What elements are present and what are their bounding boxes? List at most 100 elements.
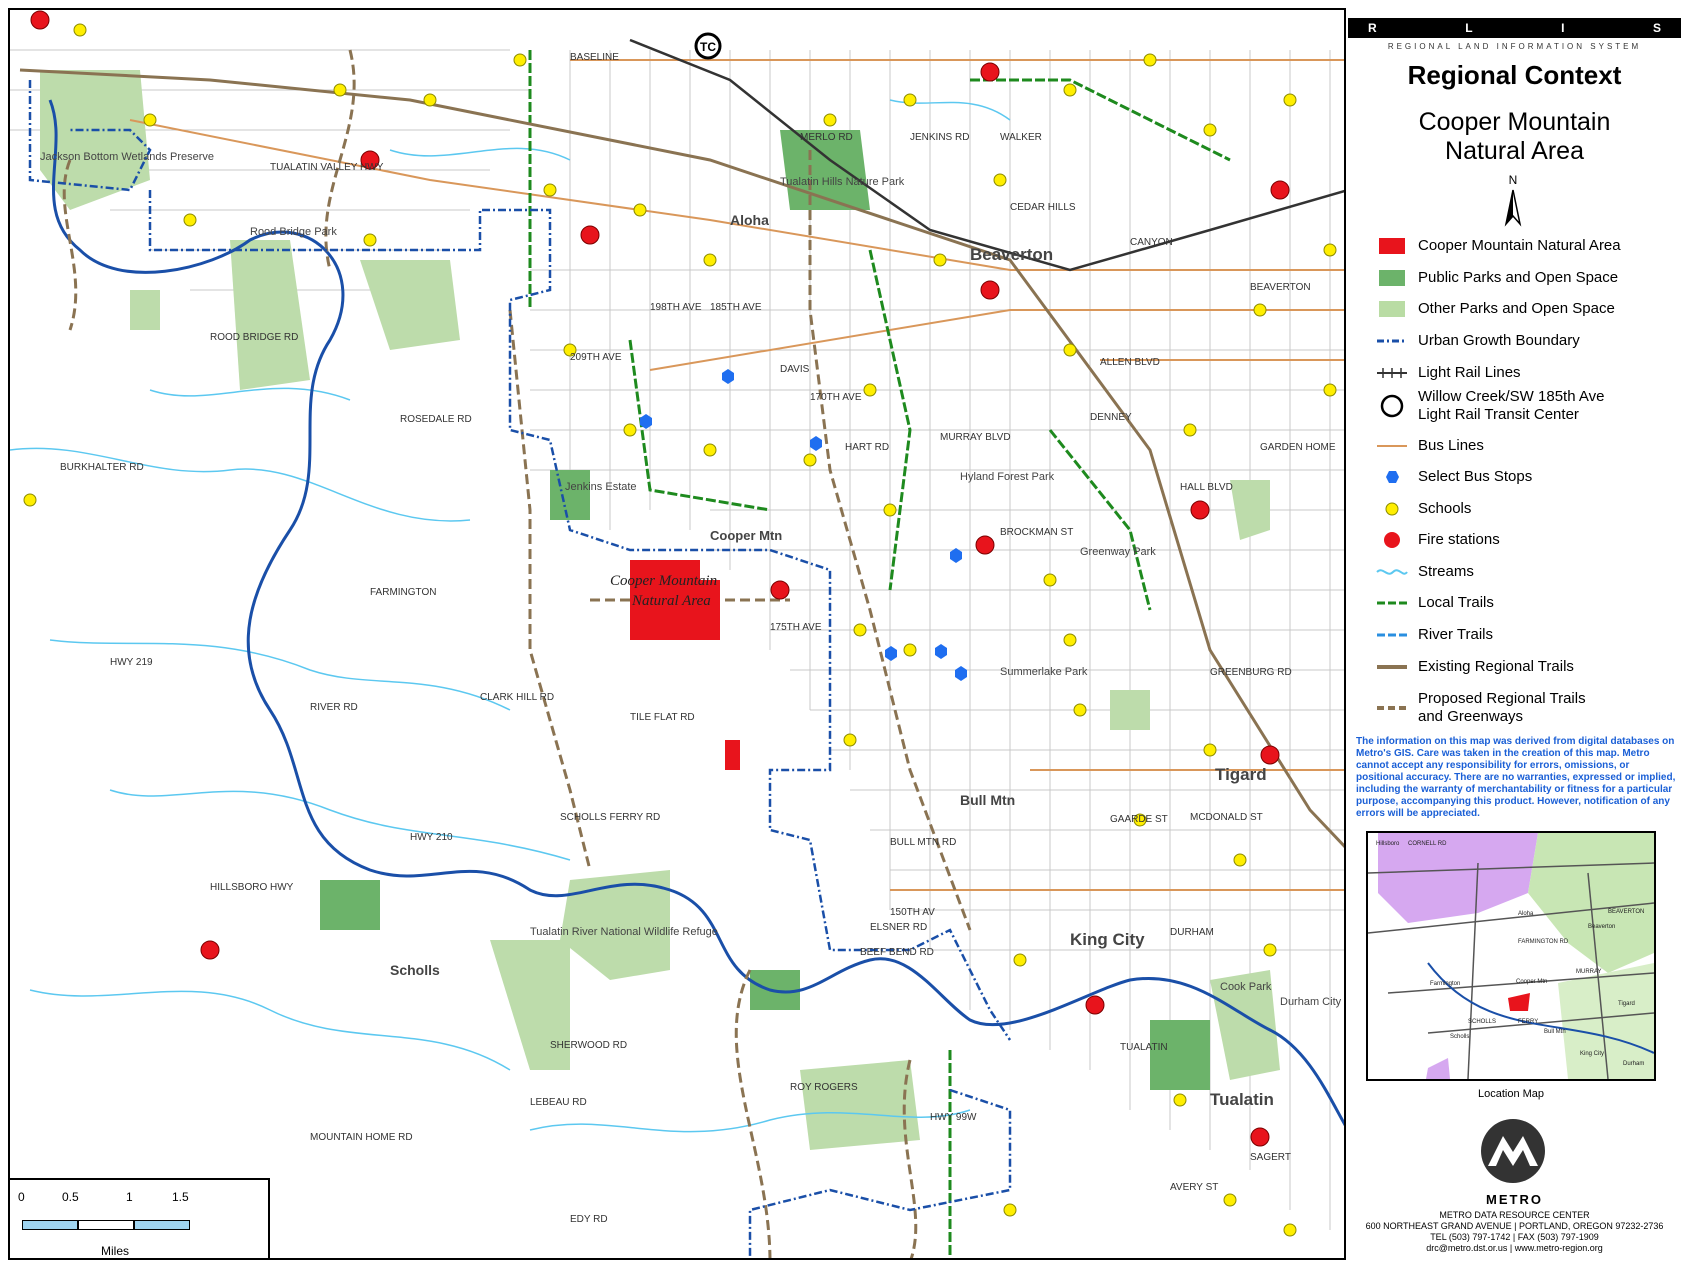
road-label: GARDEN HOME <box>1260 442 1336 453</box>
locmap-label: Durham <box>1623 1061 1644 1067</box>
road-label: HWY 219 <box>110 657 153 668</box>
road-label: WALKER <box>1000 132 1042 143</box>
legend-item: Cooper Mountain Natural Area <box>1372 232 1672 260</box>
road-label: SCHOLLS FERRY RD <box>560 812 660 823</box>
locmap-label: Scholls <box>1450 1034 1469 1040</box>
road-label: LEBEAU RD <box>530 1097 587 1108</box>
road-label: 175TH AVE <box>770 622 822 633</box>
legend-label: Light Rail Lines <box>1418 364 1521 381</box>
road-label: TUALATIN <box>1120 1042 1168 1053</box>
legend-symbol-dash-line-icon <box>1372 621 1412 649</box>
legend-symbol-dash-thick-icon <box>1372 694 1412 722</box>
road-label: ALLEN BLVD <box>1100 357 1160 368</box>
place-label-beaverton: Beaverton <box>970 245 1053 264</box>
road-label: BURKHALTER RD <box>60 462 144 473</box>
metro-contact: METRO DATA RESOURCE CENTER 600 NORTHEAST… <box>1348 1210 1681 1254</box>
place-label-king-city: King City <box>1070 930 1145 949</box>
road-label: 198TH AVE <box>650 302 702 313</box>
map-panel[interactable]: TC Aloha Beaverton Tigard King City Tual… <box>8 8 1346 1260</box>
road-label: GAARDE ST <box>1110 814 1168 825</box>
legend-item: Other Parks and Open Space <box>1372 295 1672 323</box>
road-label: 185TH AVE <box>710 302 762 313</box>
road-label: CANYON <box>1130 237 1173 248</box>
metro-phone: TEL (503) 797-1742 | FAX (503) 797-1909 <box>1430 1232 1599 1242</box>
legend-symbol-rail-line-icon <box>1372 359 1412 387</box>
road-label: JENKINS RD <box>910 132 969 143</box>
locmap-label: King City <box>1580 1051 1604 1057</box>
natural-area-label-line2: Natural Area <box>631 593 711 609</box>
place-label-cooper-mtn: Cooper Mtn <box>710 528 782 543</box>
locmap-label: Beaverton <box>1588 924 1615 930</box>
locmap-label: CORNELL RD <box>1408 841 1447 847</box>
legend-item: Light Rail Lines <box>1372 359 1672 387</box>
legend-item: Fire stations <box>1372 526 1672 554</box>
map-subtitle: Cooper Mountain Natural Area <box>1348 108 1681 166</box>
place-label-aloha: Aloha <box>730 212 769 228</box>
road-label: CLARK HILL RD <box>480 692 554 703</box>
metro-logo-icon <box>1478 1116 1548 1186</box>
locmap-label: MURRAY <box>1576 969 1602 975</box>
road-label: GREENBURG RD <box>1210 667 1292 678</box>
legend-label: Other Parks and Open Space <box>1418 300 1615 317</box>
road-label: SAGERT <box>1250 1152 1291 1163</box>
park-label-greenway: Greenway Park <box>1080 546 1156 558</box>
legend-label: Schools <box>1418 500 1472 517</box>
legend-item: River Trails <box>1372 621 1672 649</box>
locmap-label: Cooper Mtn <box>1516 979 1547 985</box>
north-label: N <box>1509 173 1518 187</box>
park-label-hyland-forest: Hyland Forest Park <box>960 471 1055 483</box>
cooper-mountain-natural-area-shape[interactable] <box>630 560 740 770</box>
legend-item: Select Bus Stops <box>1372 463 1672 491</box>
park-label-rood-bridge: Rood Bridge Park <box>250 226 337 238</box>
legend-symbol-dashdot-line-icon <box>1372 327 1412 355</box>
road-label: BASELINE <box>570 52 619 63</box>
locmap-label: SCHOLLS <box>1468 1019 1496 1025</box>
map-canvas[interactable]: TC Aloha Beaverton Tigard King City Tual… <box>10 10 1346 1260</box>
road-label: HWY 210 <box>410 832 453 843</box>
metro-center: METRO DATA RESOURCE CENTER <box>1439 1210 1590 1220</box>
legend-item: Local Trails <box>1372 589 1672 617</box>
metro-web: drc@metro.dst.or.us | www.metro-region.o… <box>1426 1243 1603 1253</box>
road-label: HART RD <box>845 442 889 453</box>
road-label: ELSNER RD <box>870 922 927 933</box>
legend-label: Public Parks and Open Space <box>1418 269 1619 286</box>
road-label: DENNEY <box>1090 412 1132 423</box>
park-label-jenkins-estate: Jenkins Estate <box>565 481 637 493</box>
legend-label: Cooper Mountain Natural Area <box>1418 237 1621 254</box>
road-label: FARMINGTON <box>370 587 436 598</box>
disclaimer-text: The information on this map was derived … <box>1356 736 1676 819</box>
legend-symbol-solid-thick-icon <box>1372 653 1412 681</box>
scale-tick: 0 <box>18 1190 25 1204</box>
road-label: MURRAY BLVD <box>940 432 1011 443</box>
legend-symbol-green-fill-icon <box>1372 264 1412 292</box>
locmap-label: Hillsboro <box>1376 841 1400 847</box>
road-label: BULL MTN RD <box>890 837 956 848</box>
legend-label: Willow Creek/SW 185th Ave Light Rail Tra… <box>1418 388 1605 423</box>
legend-panel: R L I S REGIONAL LAND INFORMATION SYSTEM… <box>1348 8 1681 1260</box>
legend-label: Bus Lines <box>1418 437 1484 454</box>
locmap-label: BEAVERTON <box>1608 909 1644 915</box>
road-label: MCDONALD ST <box>1190 812 1263 823</box>
road-label: SHERWOOD RD <box>550 1040 627 1051</box>
place-label-tualatin: Tualatin <box>1210 1090 1274 1109</box>
rlis-letter: R <box>1368 21 1377 35</box>
road-label: TUALATIN VALLEY HWY <box>270 162 384 173</box>
road-label: AVERY ST <box>1170 1182 1218 1193</box>
rlis-letter: S <box>1652 21 1661 35</box>
locmap-label: Bull Mtn <box>1544 1029 1566 1035</box>
place-label-scholls: Scholls <box>390 962 440 978</box>
legend-label: Streams <box>1418 563 1474 580</box>
legend-label: River Trails <box>1418 626 1494 643</box>
legend-label: Urban Growth Boundary <box>1418 332 1580 349</box>
park-label-tualatin-hills: Tualatin Hills Nature Park <box>780 176 905 188</box>
scale-bar: 0 0.5 1 1.5 Miles <box>10 1178 270 1258</box>
road-label: BEEF BEND RD <box>860 947 934 958</box>
road-label: 209TH AVE <box>570 352 622 363</box>
locmap-label: FERRY <box>1518 1019 1538 1025</box>
road-label: RIVER RD <box>310 702 358 713</box>
road-label: BROCKMAN ST <box>1000 527 1073 538</box>
location-map[interactable]: Hillsboro CORNELL RD Aloha Beaverton FAR… <box>1366 831 1656 1081</box>
location-map-caption: Location Map <box>1477 1088 1545 1100</box>
legend-item: Urban Growth Boundary <box>1372 327 1672 355</box>
rlis-letter: I <box>1561 21 1565 35</box>
